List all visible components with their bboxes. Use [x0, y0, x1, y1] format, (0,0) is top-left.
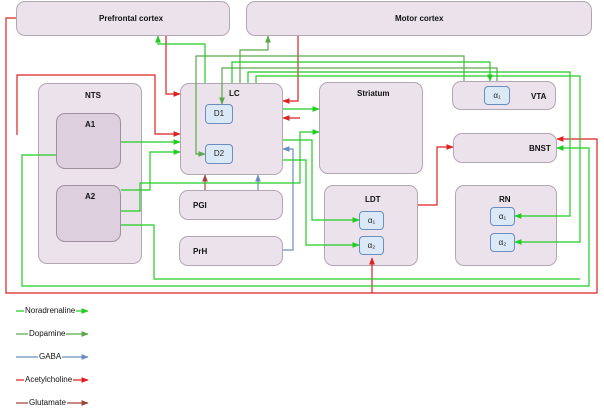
a1-node: A1: [56, 113, 121, 169]
lc-label: LC: [229, 89, 240, 98]
motor-cortex-label: Motor cortex: [395, 14, 444, 23]
vta-alpha1-label: α₁: [493, 90, 501, 100]
rn-label: RN: [499, 195, 511, 204]
ach-prefrontal-to-lc: [165, 36, 181, 97]
ne-lc-to-prefrontal: [155, 35, 206, 83]
rn-alpha2-label: α₂: [498, 237, 507, 247]
legend-glutamate-label: Glutamate: [28, 398, 67, 408]
lc-d2-label: D2: [213, 149, 225, 158]
ldt-alpha2-label: α₂: [367, 240, 376, 250]
ldt-label: LDT: [365, 195, 381, 204]
rn-alpha2-receptor: α₂: [490, 233, 515, 252]
prh-node: PrH: [179, 236, 283, 266]
a2-node: A2: [56, 185, 121, 242]
prefrontal-cortex-node: Prefrontal cortex: [16, 1, 230, 36]
vta-alpha1-receptor: α₁: [484, 86, 510, 105]
lc-d2-receptor: D2: [205, 144, 233, 164]
ldt-alpha2-receptor: α₂: [359, 236, 384, 255]
gaba-prh-to-lc: [282, 146, 294, 251]
a2-label: A2: [85, 192, 96, 201]
ach-motor-to-lc: [282, 36, 299, 104]
rn-alpha1-label: α₁: [498, 211, 507, 221]
nts-label: NTS: [85, 91, 101, 100]
ach-ldt-to-bnst: [418, 144, 454, 206]
pgi-label: PGI: [193, 201, 207, 210]
bnst-label: BNST: [529, 144, 551, 153]
da-lc-to-motor: [239, 35, 271, 83]
motor-cortex-node: Motor cortex: [246, 1, 592, 36]
ldt-alpha1-receptor: α₁: [359, 211, 384, 230]
pgi-node: PGI: [179, 190, 283, 220]
legend-gaba-label: GABA: [38, 352, 63, 362]
ne-lc-to-vta: [231, 61, 493, 83]
legend-acetylcholine-label: Acetylcholine: [24, 375, 74, 385]
bnst-node: BNST: [453, 133, 557, 163]
legend-noradrenaline-label: Noradrenaline: [24, 306, 77, 316]
striatum-node: Striatum: [319, 82, 423, 174]
vta-label: VTA: [531, 92, 547, 101]
lc-d1-label: D1: [213, 109, 225, 118]
rn-alpha1-receptor: α₁: [490, 207, 515, 226]
a1-label: A1: [85, 120, 96, 129]
ldt-alpha1-label: α₁: [367, 215, 376, 225]
lc-d1-receptor: D1: [205, 104, 233, 124]
striatum-label: Striatum: [357, 89, 390, 98]
legend-dopamine-label: Dopamine: [28, 329, 67, 339]
prh-label: PrH: [193, 247, 208, 256]
prefrontal-cortex-label: Prefrontal cortex: [99, 14, 164, 23]
